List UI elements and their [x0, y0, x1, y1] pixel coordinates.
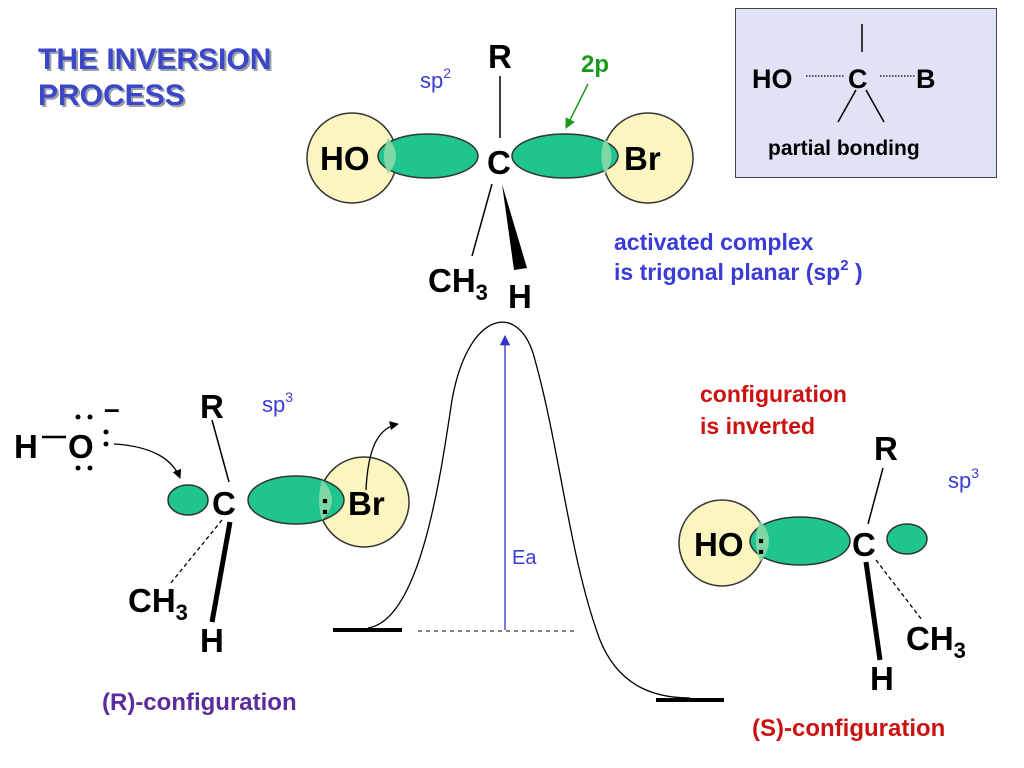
front-lobe-product: [749, 516, 851, 566]
ts-r: R: [488, 38, 512, 75]
ts-hybrid-base: sp: [420, 68, 443, 93]
legend-bond-left-down: [837, 89, 857, 123]
partial-bonding-legend: [735, 8, 997, 178]
ts-note-sup: 2: [840, 257, 848, 274]
reactant-ch3: CH3: [128, 582, 188, 625]
product-molecule: configuration is inverted R sp3 HO : C C…: [678, 381, 979, 742]
legend-ho: HO: [752, 64, 793, 94]
front-lobe-reactant: [247, 475, 345, 525]
ts-2p-label: 2p: [581, 51, 609, 78]
ts-ch-sub: 3: [476, 280, 488, 305]
ea-label: Ea: [512, 547, 537, 569]
reactant-h: H: [200, 622, 224, 659]
ts-h: H: [508, 278, 532, 315]
reactant-config: (R)-configuration: [102, 689, 297, 716]
transition-state: R sp2 2p HO C Br CH3 H activated complex…: [306, 38, 863, 315]
reactant-ch: CH: [128, 582, 176, 619]
overlap-reactant: [319, 480, 332, 520]
back-lobe-product: [886, 523, 928, 555]
back-lobe-reactant: [167, 484, 209, 516]
bold-bond-c-h: [209, 521, 233, 623]
title-line-2: PROCESS: [38, 79, 185, 112]
reactant-molecule: H O – R sp3 C : Br CH3 H (R)-configurati…: [14, 388, 410, 716]
title-line-1: THE INVERSION: [38, 43, 272, 76]
reactant-ch-sub: 3: [176, 600, 188, 625]
bold-bond-c-h-product: [863, 561, 883, 661]
legend-b: B: [916, 64, 936, 94]
left-overlap: [384, 138, 396, 174]
ts-note-line-1: activated complex: [614, 229, 814, 255]
reactant-br: Br: [348, 485, 385, 522]
product-config: (S)-configuration: [752, 715, 945, 742]
product-note-line-1: configuration: [700, 381, 847, 407]
reactant-hybrid: sp3: [262, 389, 293, 417]
ts-note-post: ): [849, 259, 863, 285]
overlap-product: [756, 520, 769, 562]
leaving-group-arrow: [365, 421, 399, 491]
arrow-2p: [565, 83, 589, 129]
ts-ho: HO: [320, 140, 370, 177]
right-overlap: [601, 138, 612, 174]
product-ch: CH: [906, 620, 954, 657]
lone-pair-dots: [75, 414, 109, 471]
product-lone-pair: :: [756, 528, 766, 561]
ts-note-line-2: is trigonal planar (sp2 ): [614, 257, 863, 285]
dashed-bond-c-ch3-product: [875, 559, 923, 621]
product-hybrid: sp3: [948, 465, 979, 493]
ts-ch: CH: [428, 262, 476, 299]
legend-bond-right-down: [865, 89, 885, 123]
right-lobe: [511, 133, 619, 179]
product-h: H: [870, 660, 894, 697]
reaction-curve: [367, 321, 691, 699]
attack-arrow: [113, 443, 182, 479]
product-note-line-2: is inverted: [700, 413, 815, 439]
legend-caption: partial bonding: [768, 137, 920, 160]
ts-note-pre: is trigonal planar (sp: [614, 259, 840, 285]
reactant-c: C: [212, 485, 236, 522]
reactant-hybrid-sup: 3: [285, 389, 293, 405]
reactant-lone-pair: :: [320, 488, 330, 521]
reactant-r: R: [200, 388, 224, 425]
bond-c-ch3: [471, 183, 493, 257]
nucleophile-charge: –: [104, 393, 120, 424]
product-c: C: [852, 526, 876, 563]
ts-hybrid-sup: 2: [443, 65, 451, 81]
ts-c: C: [487, 144, 511, 181]
ts-ch3: CH3: [428, 262, 488, 305]
bond-c-r-reactant: [211, 419, 230, 483]
reactant-hybrid-base: sp: [262, 392, 285, 417]
product-hybrid-base: sp: [948, 468, 971, 493]
page-title: THE INVERSION PROCESS: [38, 42, 271, 114]
product-ho: HO: [694, 526, 744, 563]
dashed-bond-c-ch3: [169, 519, 223, 585]
energy-profile: Ea: [333, 321, 724, 702]
nucleophile-o: O: [68, 428, 94, 465]
wedge-bond-c-h: [502, 184, 527, 270]
product-ch-sub: 3: [954, 638, 966, 663]
legend-structure: HO C B partial bonding: [752, 24, 936, 160]
product-hybrid-sup: 3: [971, 465, 979, 481]
bond-c-r-product: [867, 467, 884, 525]
nucleophile-h: H: [14, 428, 38, 465]
product-r: R: [874, 430, 898, 467]
ts-hybrid: sp2: [420, 65, 451, 93]
ts-br: Br: [624, 140, 661, 177]
product-ch3: CH3: [906, 620, 966, 663]
legend-c: C: [848, 64, 868, 94]
left-lobe: [377, 133, 479, 179]
